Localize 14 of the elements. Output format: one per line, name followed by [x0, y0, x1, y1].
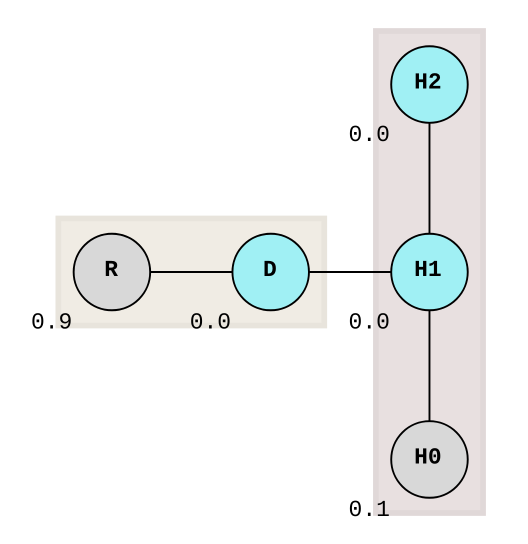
node-label: 0.9: [31, 310, 72, 336]
connector: [428, 310, 430, 421]
node-label: 0.0: [190, 310, 232, 336]
connector: [309, 271, 392, 273]
node-circle: D: [231, 232, 310, 312]
node-label: 0.1: [348, 497, 390, 524]
node-circle: H1: [390, 232, 469, 312]
node-label: 0.0: [348, 122, 390, 148]
node-label: 0.0: [348, 310, 390, 336]
connector: [150, 271, 232, 273]
node-circle: R: [72, 232, 152, 312]
connector: [428, 122, 430, 234]
node-circle: H0: [390, 420, 469, 499]
node-circle: H2: [390, 45, 469, 124]
